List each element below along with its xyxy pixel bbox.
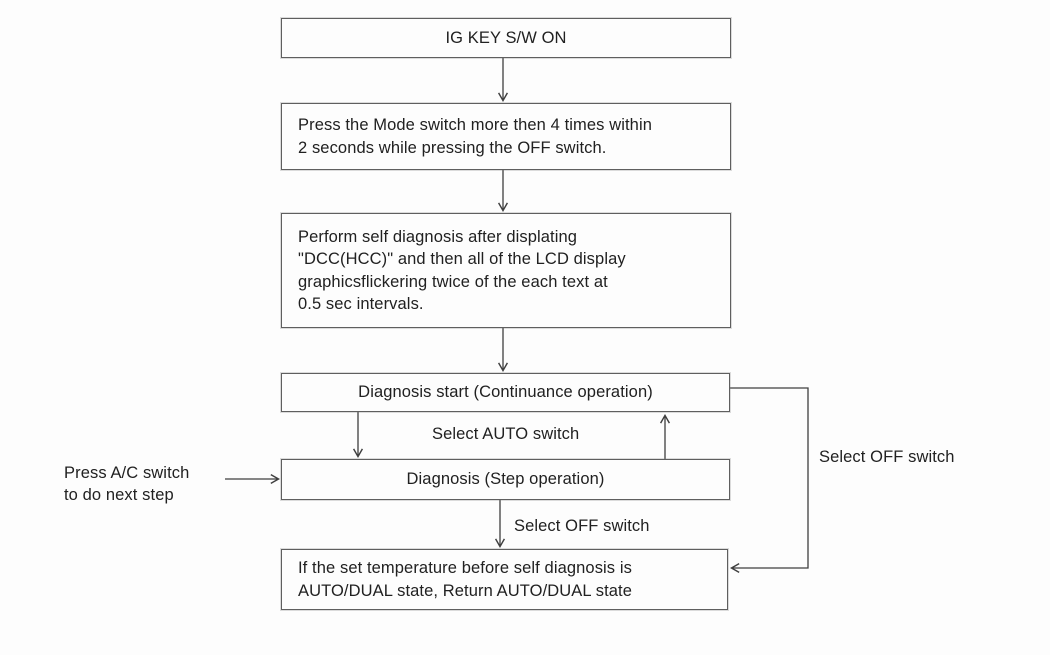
arrow-start-offswitch-to-return xyxy=(730,387,809,574)
node-press-mode-switch: Press the Mode switch more then 4 times … xyxy=(281,103,731,170)
node-diagnosis-start: Diagnosis start (Continuance operation) xyxy=(281,373,730,412)
label-select-auto-switch: Select AUTO switch xyxy=(432,425,580,443)
node-return-auto-dual-state-label: If the set temperature before self diagn… xyxy=(298,559,633,600)
label-select-off-switch-step: Select OFF switch xyxy=(514,517,650,535)
label-select-off-switch-right: Select OFF switch xyxy=(819,448,955,466)
node-perform-self-diagnosis-label: Perform self diagnosis after displating … xyxy=(298,227,626,314)
node-perform-self-diagnosis: Perform self diagnosis after displating … xyxy=(281,213,731,328)
node-press-mode-switch-label: Press the Mode switch more then 4 times … xyxy=(298,116,652,157)
node-diagnosis-start-label: Diagnosis start (Continuance operation) xyxy=(358,383,653,402)
label-press-ac-switch: Press A/C switch to do next step xyxy=(64,464,190,504)
node-diagnosis-step: Diagnosis (Step operation) xyxy=(281,459,730,500)
node-ig-key-sw-on: IG KEY S/W ON xyxy=(281,18,731,58)
node-return-auto-dual-state: If the set temperature before self diagn… xyxy=(281,549,728,610)
node-ig-key-sw-on-label: IG KEY S/W ON xyxy=(445,28,567,47)
node-diagnosis-step-label: Diagnosis (Step operation) xyxy=(406,470,605,489)
